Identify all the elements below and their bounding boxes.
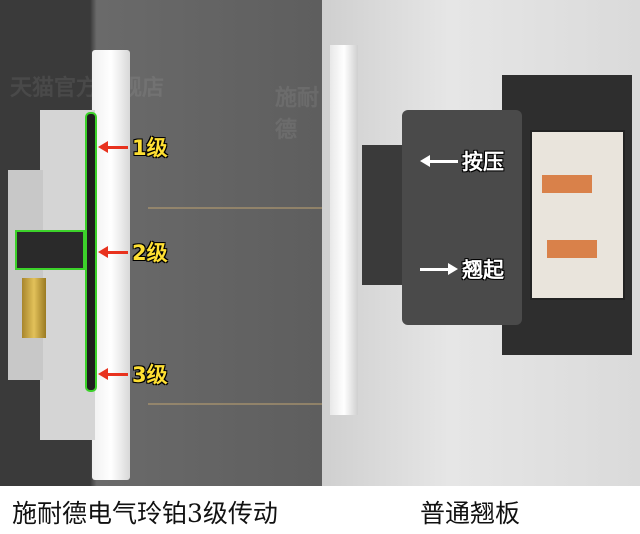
- arrow-left-icon: [98, 141, 128, 153]
- terminal-housing: [530, 130, 625, 300]
- lift-label: 翘起: [462, 258, 504, 282]
- level-2-label: 2级: [132, 241, 168, 265]
- guide-line: [148, 403, 322, 405]
- copper-contact: [542, 175, 592, 193]
- brass-terminal: [22, 278, 46, 338]
- rocker-mechanism: [402, 110, 522, 325]
- right-caption: 普通翘板: [420, 499, 521, 528]
- watermark: 施耐德: [275, 86, 320, 143]
- mechanism-outline: [15, 230, 85, 270]
- level-1-label: 1级: [132, 136, 168, 160]
- level-3-label: 3级: [132, 363, 168, 387]
- watermark: 天猫官方旗舰店: [10, 76, 165, 101]
- left-caption: 施耐德电气玲铂3级传动: [12, 499, 278, 528]
- switch-base: [8, 170, 43, 380]
- arrow-right-icon: [420, 263, 458, 275]
- arrow-left-icon: [98, 246, 128, 258]
- guide-line: [148, 207, 322, 209]
- copper-contact: [547, 240, 597, 258]
- press-label: 按压: [462, 150, 504, 174]
- rocker-plate: [330, 45, 358, 415]
- arrow-left-icon: [98, 368, 128, 380]
- schneider-switch-photo: 天猫官方旗舰店 施耐德 1级 2级 3级: [0, 0, 322, 486]
- arrow-left-icon: [420, 155, 458, 167]
- ordinary-rocker-photo: 按压 翘起: [322, 0, 640, 486]
- switch-plate: [92, 50, 130, 480]
- transmission-outline: [85, 112, 97, 392]
